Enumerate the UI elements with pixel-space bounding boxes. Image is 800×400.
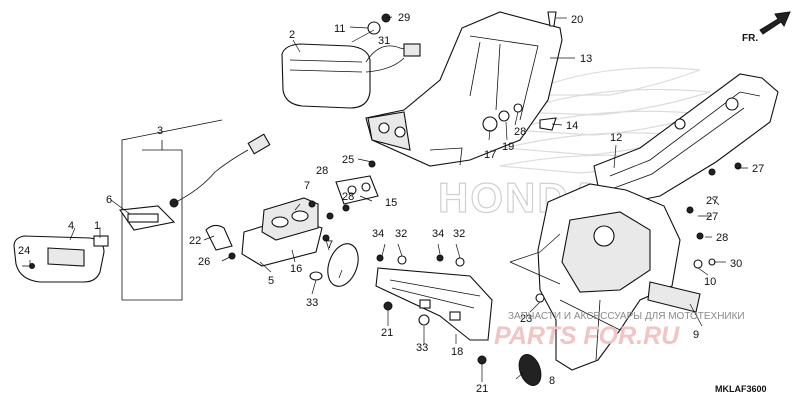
callout-28d: 28 <box>342 191 354 203</box>
watermark-caption: ЗАПЧАСТИ И АКСЕССУАРЫ ДЛЯ МОТОТЕХНИКИ <box>508 311 745 322</box>
callout-31: 31 <box>378 35 390 47</box>
callout-29: 29 <box>398 12 410 24</box>
front-arrow-icon <box>759 11 791 35</box>
callout-32b: 32 <box>453 228 465 240</box>
callout-34b: 34 <box>432 228 444 240</box>
callout-25: 25 <box>342 154 354 166</box>
callout-19: 19 <box>502 141 514 153</box>
front-direction-indicator: FR. <box>742 11 791 44</box>
callout-2: 2 <box>289 29 295 41</box>
side-plate <box>647 281 701 313</box>
callout-24: 24 <box>18 245 30 257</box>
callout-13: 13 <box>580 53 592 65</box>
callout-34a: 34 <box>372 228 384 240</box>
direction-label: FR. <box>742 33 758 44</box>
callout-5: 5 <box>268 275 274 287</box>
gasket-15 <box>335 175 379 205</box>
callout-17: 17 <box>484 149 496 161</box>
callout-28a: 28 <box>316 165 328 177</box>
callout-15: 15 <box>385 197 397 209</box>
callout-6: 6 <box>106 194 112 206</box>
group-bracket-3 <box>122 140 183 301</box>
callout-26: 26 <box>198 256 210 268</box>
callout-23: 23 <box>520 313 532 325</box>
callout-4: 4 <box>68 220 74 232</box>
leader-lines <box>29 16 748 382</box>
callout-11: 11 <box>334 23 345 35</box>
callout-3: 3 <box>157 125 163 137</box>
honda-watermark-text: HONDA <box>438 174 602 221</box>
callout-8: 8 <box>549 375 555 387</box>
watermark-logo: PARTS FOR.RU <box>494 322 680 350</box>
callout-27c: 27 <box>706 211 718 223</box>
rear-reflector-8 <box>518 354 542 386</box>
site-watermark: ЗАПЧАСТИ И АКСЕССУАРЫ ДЛЯ МОТОТЕХНИКИ PA… <box>494 311 745 350</box>
callout-27a: 27 <box>752 163 764 175</box>
diagram-code: MKLAF3600 <box>715 384 767 394</box>
callout-22: 22 <box>189 235 201 247</box>
callout-18: 18 <box>451 346 463 358</box>
callout-33b: 33 <box>416 342 428 354</box>
callout-28c: 28 <box>716 232 728 244</box>
group-box-3 <box>121 119 223 300</box>
callout-7a: 7 <box>304 180 310 192</box>
license-light-unit <box>205 197 323 267</box>
callout-20: 20 <box>571 14 583 26</box>
rear-fender-upper <box>365 11 563 167</box>
callout-27b: 27 <box>706 195 718 207</box>
callout-32a: 32 <box>395 228 407 240</box>
reflector-disc <box>309 243 359 287</box>
callout-21a: 21 <box>381 327 393 339</box>
callout-1: 1 <box>94 220 100 232</box>
callout-33a: 33 <box>306 297 318 309</box>
callout-7b: 7 <box>327 239 333 251</box>
callout-12: 12 <box>610 132 622 144</box>
license-bracket-18 <box>375 267 493 341</box>
callout-28b: 28 <box>514 126 526 138</box>
tail-light-assembly <box>281 43 421 109</box>
honda-wing-watermark: HONDA <box>437 67 711 222</box>
callout-21b: 21 <box>476 383 488 395</box>
callout-30: 30 <box>730 258 742 270</box>
callout-10: 10 <box>704 276 716 288</box>
rear-mudguard-9 <box>537 183 681 371</box>
callout-14: 14 <box>566 120 578 132</box>
license-light-parts <box>13 133 271 283</box>
callout-labels: 1 2 3 4 5 6 7 7 8 9 10 11 12 13 14 15 16… <box>18 12 764 395</box>
callout-9: 9 <box>693 329 699 341</box>
callout-16: 16 <box>290 263 302 275</box>
fasteners <box>22 11 742 365</box>
